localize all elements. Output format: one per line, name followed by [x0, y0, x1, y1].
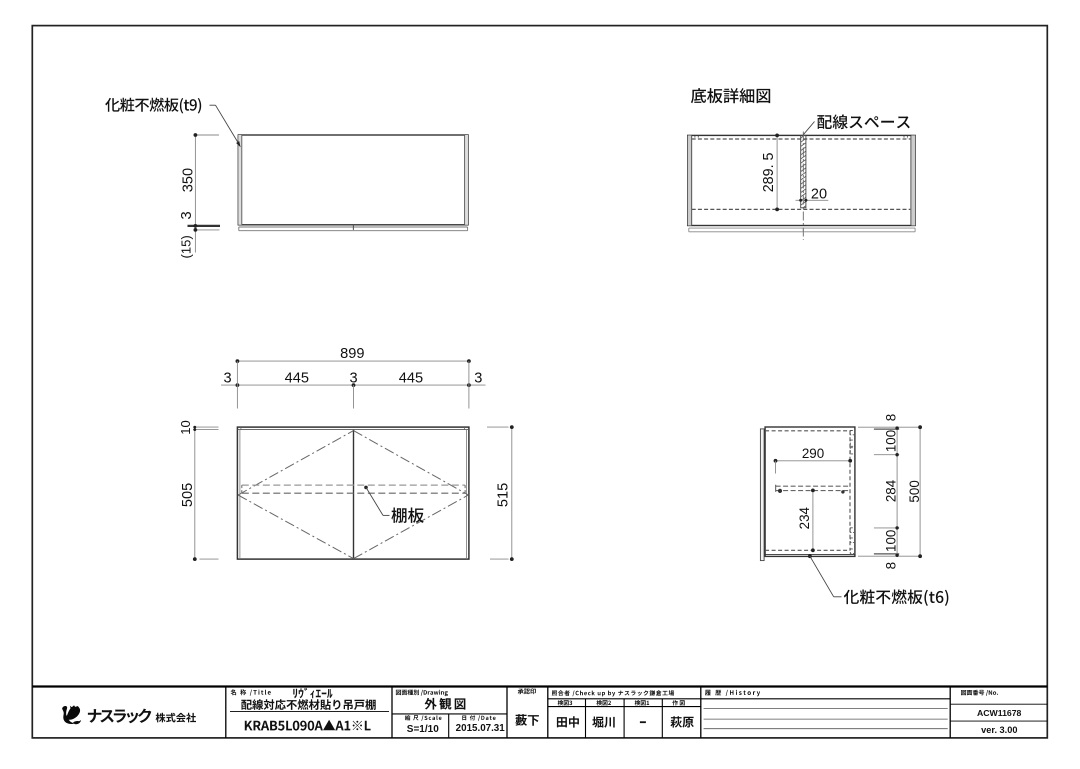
svg-text:ACW11678: ACW11678	[977, 708, 1022, 718]
svg-text:100: 100	[883, 530, 898, 552]
svg-text:100: 100	[883, 430, 898, 452]
svg-text:505: 505	[180, 483, 196, 507]
svg-text:515: 515	[495, 483, 511, 507]
svg-text:S=1/10: S=1/10	[407, 724, 439, 735]
svg-text:ver. 3.00: ver. 3.00	[981, 725, 1017, 735]
svg-text:20: 20	[811, 187, 827, 203]
svg-text:289. 5: 289. 5	[761, 152, 777, 192]
svg-text:500: 500	[907, 480, 922, 502]
svg-text:(15): (15)	[178, 235, 193, 258]
svg-text:3: 3	[179, 211, 195, 219]
svg-text:284: 284	[883, 479, 898, 502]
svg-text:3: 3	[350, 370, 358, 386]
svg-text:8: 8	[883, 414, 898, 421]
svg-text:350: 350	[180, 168, 196, 192]
svg-text:290: 290	[802, 446, 824, 461]
svg-text:234: 234	[797, 506, 812, 529]
svg-text:899: 899	[340, 346, 364, 362]
svg-text:445: 445	[399, 370, 423, 386]
svg-text:2015.07.31: 2015.07.31	[456, 723, 506, 734]
svg-text:10: 10	[178, 420, 193, 434]
svg-text:3: 3	[223, 370, 231, 386]
svg-text:3: 3	[474, 370, 482, 386]
svg-text:445: 445	[285, 370, 309, 386]
svg-text:8: 8	[883, 562, 898, 569]
